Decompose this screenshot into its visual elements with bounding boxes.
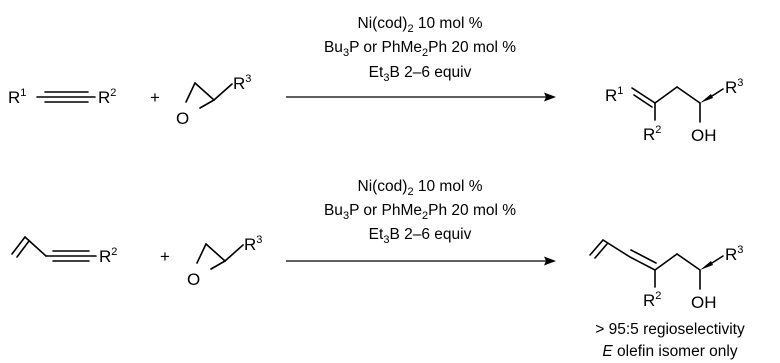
reductant-line: Et3B 2–6 equiv	[369, 226, 472, 246]
chain-bond	[676, 253, 701, 271]
double-bond	[630, 249, 657, 264]
r2-label: R2	[98, 87, 116, 107]
epoxide-substrate: O R3	[176, 73, 251, 128]
epoxide-oxygen: O	[176, 109, 189, 128]
regioselectivity-note: > 95:5 regioselectivity	[595, 321, 745, 338]
double-bond	[629, 256, 656, 271]
catalyst-line: Ni(cod)2 10 mol %	[358, 15, 483, 35]
r3-label: R3	[725, 244, 743, 264]
double-bond	[631, 87, 656, 104]
epoxide-substrate: O R3	[187, 234, 262, 289]
arrow-head	[544, 256, 556, 266]
r2-label: R2	[643, 290, 661, 310]
epoxide-ring-bond	[196, 243, 207, 264]
epoxide-ring-bond	[210, 260, 226, 270]
r3-label: R3	[233, 73, 251, 93]
r3-label: R3	[244, 234, 262, 254]
reaction-conditions-1: Ni(cod)2 10 mol % Bu3P or PhMe2Ph 20 mol…	[286, 15, 556, 102]
chain-bond	[654, 86, 678, 104]
r2-label: R2	[643, 124, 661, 144]
r3-bond	[711, 88, 724, 97]
olefin-isomer-note: E olefin isomer only	[602, 343, 738, 360]
hydroxyl-label: OH	[691, 126, 717, 145]
vinyl-bond	[24, 236, 47, 257]
plus-sign: +	[160, 247, 170, 266]
reaction-1: R1 R2 + O R3 Ni(cod)2 10 mol % Bu3P or P…	[8, 15, 743, 145]
epoxide-ring-bond	[205, 243, 226, 262]
vinyl-bond	[11, 236, 26, 255]
ligand-line: Bu3P or PhMe2Ph 20 mol %	[324, 202, 516, 222]
reaction-2: R2 + O R3 Ni(cod)2 10 mol % Bu3P or PhMe…	[11, 178, 745, 360]
r3-bond	[224, 244, 244, 262]
catalyst-line: Ni(cod)2 10 mol %	[358, 178, 483, 198]
plus-sign: +	[150, 88, 160, 107]
chain-bond	[676, 86, 701, 104]
epoxide-ring-bond	[199, 99, 215, 109]
reaction-conditions-2: Ni(cod)2 10 mol % Bu3P or PhMe2Ph 20 mol…	[286, 178, 556, 266]
wedge-bond	[700, 94, 713, 103]
terminal-alkene-bond	[594, 243, 608, 259]
chain-bond	[654, 253, 678, 271]
double-bond	[633, 94, 653, 108]
epoxide-ring-bond	[194, 82, 215, 101]
homoallylic-alcohol-product-1: R1 R2 R3 OH	[605, 77, 743, 145]
ligand-line: Bu3P or PhMe2Ph 20 mol %	[324, 39, 516, 59]
r1-label: R1	[605, 85, 623, 105]
r2-label: R2	[99, 246, 117, 266]
terminal-alkene-bond	[589, 239, 604, 256]
alkyne-substrate: R1 R2	[8, 87, 116, 107]
chain-bond	[602, 239, 631, 258]
r3-label: R3	[725, 77, 743, 97]
epoxide-oxygen: O	[187, 270, 200, 289]
reductant-line: Et3B 2–6 equiv	[369, 64, 472, 84]
wedge-bond	[700, 261, 713, 270]
r3-bond	[213, 83, 233, 101]
hydroxyl-label: OH	[691, 293, 717, 312]
r3-bond	[711, 255, 724, 264]
enyne-substrate: R2	[11, 236, 117, 266]
vinyl-bond	[16, 240, 30, 258]
diene-alcohol-product-2: R2 R3 OH	[589, 239, 743, 312]
epoxide-ring-bond	[185, 82, 196, 103]
r1-label: R1	[8, 87, 26, 107]
arrow-head	[544, 92, 556, 102]
